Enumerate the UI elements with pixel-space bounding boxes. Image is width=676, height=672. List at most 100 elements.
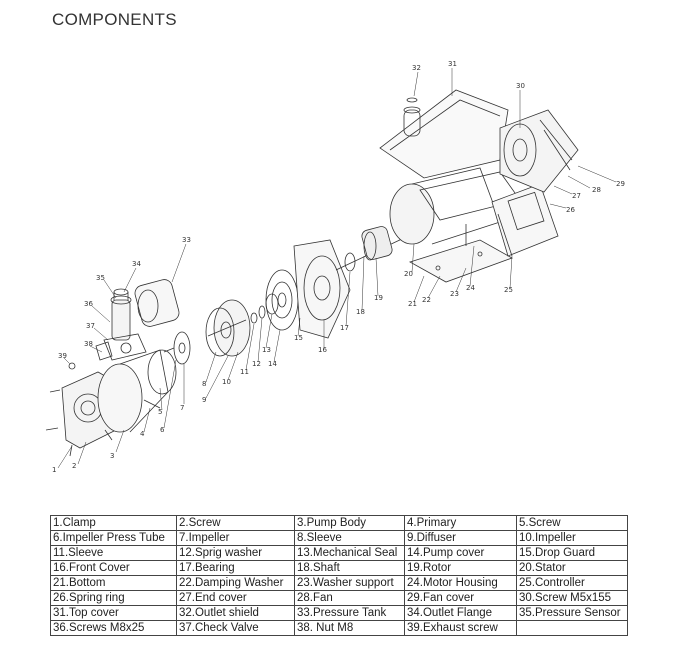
callout-31: 31 [448,60,457,68]
table-cell: 11.Sleeve [50,545,177,561]
callout-9: 9 [202,396,206,404]
callout-13: 13 [262,346,271,354]
callout-25: 25 [504,286,513,294]
table-cell: 2.Screw [176,515,295,531]
callout-5: 5 [158,408,162,416]
callout-35: 35 [96,274,105,282]
table-cell: 33.Pressure Tank [294,605,405,621]
rotor-drawing [335,226,405,272]
table-row: 6.Impeller Press Tube 7.Impeller 8.Sleev… [50,530,628,546]
table-cell: 6.Impeller Press Tube [50,530,177,546]
table-cell [516,620,628,636]
callout-16: 16 [318,346,327,354]
table-row: 11.Sleeve 12.Sprig washer 13.Mechanical … [50,545,628,561]
callout-4: 4 [140,430,145,438]
callout-labels: 1 2 3 4 5 6 7 8 9 10 11 12 13 14 15 16 1… [52,60,625,474]
front-cover-drawing [293,239,351,339]
table-cell: 29.Fan cover [404,590,517,606]
diffuser-drawing [205,299,251,357]
callout-37: 37 [86,322,95,330]
table-cell: 36.Screws M8x25 [50,620,177,636]
outlet-assembly-drawing [68,288,147,370]
callout-28: 28 [592,186,601,194]
table-cell: 4.Primary [404,515,517,531]
table-cell: 21.Bottom [50,575,177,591]
table-cell: 16.Front Cover [50,560,177,576]
table-cell: 30.Screw M5x155 [516,590,628,606]
callout-15: 15 [294,334,303,342]
callout-33: 33 [182,236,191,244]
pump-body-drawing [97,349,177,433]
table-row: 1.Clamp 2.Screw 3.Pump Body 4.Primary 5.… [50,515,628,531]
table-cell: 18.Shaft [294,560,405,576]
callout-22: 22 [422,296,431,304]
controller-drawing [491,183,559,257]
callout-26: 26 [566,206,575,214]
table-cell: 5.Screw [516,515,628,531]
parts-table: 1.Clamp 2.Screw 3.Pump Body 4.Primary 5.… [50,515,628,636]
table-cell: 38. Nut M8 [294,620,405,636]
table-cell: 20.Stator [516,560,628,576]
callout-1: 1 [52,466,56,474]
table-cell: 28.Fan [294,590,405,606]
table-cell: 37.Check Valve [176,620,295,636]
callout-32: 32 [412,64,421,72]
table-cell: 23.Washer support [294,575,405,591]
fan-cover-drawing [499,109,579,193]
callout-20: 20 [404,270,413,278]
table-cell: 3.Pump Body [294,515,405,531]
callout-17: 17 [340,324,349,332]
leader-lines [57,68,617,469]
pressure-tank-drawing [134,279,180,327]
table-cell: 22.Damping Washer [176,575,295,591]
callout-12: 12 [252,360,261,368]
table-cell: 34.Outlet Flange [404,605,517,621]
callout-21: 21 [408,300,417,308]
callout-19: 19 [374,294,383,302]
table-cell: 15.Drop Guard [516,545,628,561]
table-cell: 8.Sleeve [294,530,405,546]
page-title: COMPONENTS [52,10,177,29]
callout-7: 7 [180,404,184,412]
callout-2: 2 [72,462,76,470]
callout-29: 29 [616,180,625,188]
callout-3: 3 [110,452,114,460]
callout-38: 38 [84,340,93,348]
table-cell: 13.Mechanical Seal [294,545,405,561]
callout-18: 18 [356,308,365,316]
callout-24: 24 [466,284,475,292]
table-cell: 14.Pump cover [404,545,517,561]
table-row: 26.Spring ring 27.End cover 28.Fan 29.Fa… [50,590,628,606]
table-cell: 7.Impeller [176,530,295,546]
callout-10: 10 [222,378,231,386]
table-cell: 12.Sprig washer [176,545,295,561]
top-cover-drawing [379,89,509,179]
callout-11: 11 [240,368,249,376]
callout-23: 23 [450,290,459,298]
table-cell: 25.Controller [516,575,628,591]
impeller-front-drawing [163,331,191,365]
table-cell: 39.Exhaust screw [404,620,517,636]
callout-6: 6 [160,426,165,434]
table-row: 31.Top cover 32.Outlet shield 33.Pressur… [50,605,628,621]
table-cell: 1.Clamp [50,515,177,531]
table-cell: 10.Impeller [516,530,628,546]
table-cell: 19.Rotor [404,560,517,576]
callout-14: 14 [268,360,277,368]
callout-30: 30 [516,82,525,90]
exploded-pump-diagram: 1 2 3 4 5 6 7 8 9 10 11 12 13 14 15 16 1… [45,60,625,474]
table-cell: 24.Motor Housing [404,575,517,591]
table-cell: 35.Pressure Sensor [516,605,628,621]
table-cell: 27.End cover [176,590,295,606]
callout-34: 34 [132,260,141,268]
table-row: 16.Front Cover 17.Bearing 18.Shaft 19.Ro… [50,560,628,576]
table-cell: 17.Bearing [176,560,295,576]
callout-36: 36 [84,300,93,308]
table-row: 21.Bottom 22.Damping Washer 23.Washer su… [50,575,628,591]
callout-39: 39 [58,352,67,360]
table-cell: 26.Spring ring [50,590,177,606]
table-cell: 31.Top cover [50,605,177,621]
seal-parts-drawing [250,293,279,324]
table-cell: 32.Outlet shield [176,605,295,621]
table-cell: 9.Diffuser [404,530,517,546]
